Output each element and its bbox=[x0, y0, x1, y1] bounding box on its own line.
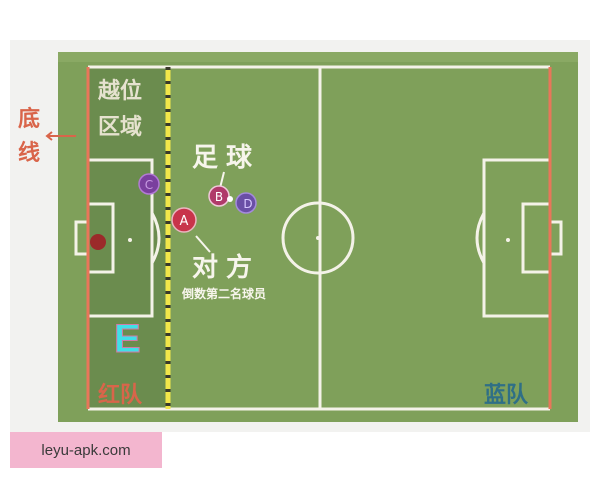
player-d-marker bbox=[235, 192, 257, 214]
offside-zone-label-1: 越位 bbox=[97, 78, 142, 104]
end-line-label-2: 线 bbox=[18, 140, 40, 166]
blue-team-label: 蓝队 bbox=[484, 383, 529, 408]
right-goal-area bbox=[521, 202, 550, 274]
left-penalty-arc bbox=[150, 212, 161, 264]
end-line-label-1: 底 bbox=[18, 106, 40, 132]
red-team-label: 红队 bbox=[98, 382, 143, 408]
player-c-label: C bbox=[145, 178, 153, 192]
center-spot bbox=[316, 236, 320, 240]
player-a-marker bbox=[171, 207, 197, 233]
left-goal bbox=[74, 220, 88, 256]
left-goal-area bbox=[88, 202, 115, 274]
pitch-top-band bbox=[58, 52, 578, 62]
opponent-pointer bbox=[195, 235, 211, 253]
right-penalty-arc bbox=[475, 212, 486, 264]
player-b-label: B bbox=[215, 190, 223, 204]
offside-zone-label-2: 区域 bbox=[98, 114, 142, 140]
player-c: C bbox=[138, 173, 160, 195]
player-a: A bbox=[171, 207, 197, 233]
player-b-marker bbox=[208, 185, 230, 207]
football-label: 足球 bbox=[192, 143, 260, 173]
player-a-label: A bbox=[180, 214, 189, 229]
right-penalty-area bbox=[482, 158, 550, 318]
left-penalty-area bbox=[88, 158, 154, 318]
player-c-marker bbox=[138, 173, 160, 195]
right-goal bbox=[550, 220, 563, 256]
player-d-label: D bbox=[243, 197, 252, 211]
right-penalty-spot bbox=[506, 238, 510, 242]
goalkeeper-marker bbox=[90, 234, 106, 250]
player-e-label: E bbox=[114, 317, 141, 361]
second-last-player-note: 倒数第二名球员 bbox=[181, 286, 266, 301]
pitch-markings bbox=[74, 65, 563, 411]
end-line-arrowhead bbox=[45, 131, 53, 141]
watermark: leyu-apk.com bbox=[10, 432, 162, 468]
football-pointer bbox=[219, 171, 225, 189]
center-circle bbox=[281, 201, 355, 275]
player-b: B bbox=[208, 185, 230, 207]
player-d: D bbox=[235, 192, 257, 214]
ball-icon bbox=[227, 196, 233, 202]
opponent-label: 对方 bbox=[192, 252, 260, 283]
left-penalty-spot bbox=[128, 238, 132, 242]
